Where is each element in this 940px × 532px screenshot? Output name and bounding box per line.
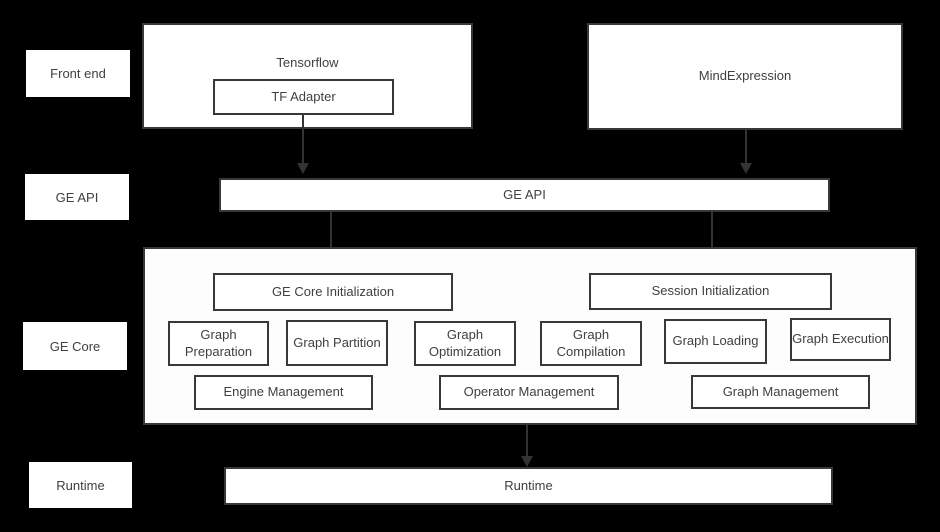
arrow-shaft [526,425,528,457]
mindexpression-box: MindExpression [587,23,903,130]
graph-partition-box: Graph Partition [286,320,388,366]
graph-preparation-box: Graph Preparation [168,321,269,366]
arrow-ge-core-to-runtime [521,425,533,467]
arrow-shaft [745,130,747,164]
row-label-front-end: Front end [26,50,130,97]
engine-management-box: Engine Management [194,375,373,410]
graph-loading-box: Graph Loading [664,319,767,364]
arrow-shaft [330,212,332,261]
arrow-head-icon [297,163,309,174]
arrow-tf-adapter-to-ge-api [297,115,309,174]
arrow-head-icon [521,456,533,467]
ge-api-box: GE API [219,178,830,212]
arrow-mindexpression-to-ge-api [740,130,752,174]
row-label-runtime: Runtime [29,462,132,508]
row-label-ge-api: GE API [25,174,129,220]
arrow-head-icon [740,163,752,174]
arrow-shaft [302,115,304,164]
row-label-ge-core: GE Core [23,322,127,370]
graph-optimization-box: Graph Optimization [414,321,516,366]
runtime-box: Runtime [224,467,833,505]
graph-management-box: Graph Management [691,375,870,409]
tensorflow-title: Tensorflow [276,55,339,70]
operator-management-box: Operator Management [439,375,619,410]
session-initialization-box: Session Initialization [589,273,832,310]
arrow-shaft [711,212,713,260]
ge-core-initialization-box: GE Core Initialization [213,273,453,311]
tf-adapter-box: TF Adapter [213,79,394,115]
graph-compilation-box: Graph Compilation [540,321,642,366]
graph-execution-box: Graph Execution [790,318,891,361]
